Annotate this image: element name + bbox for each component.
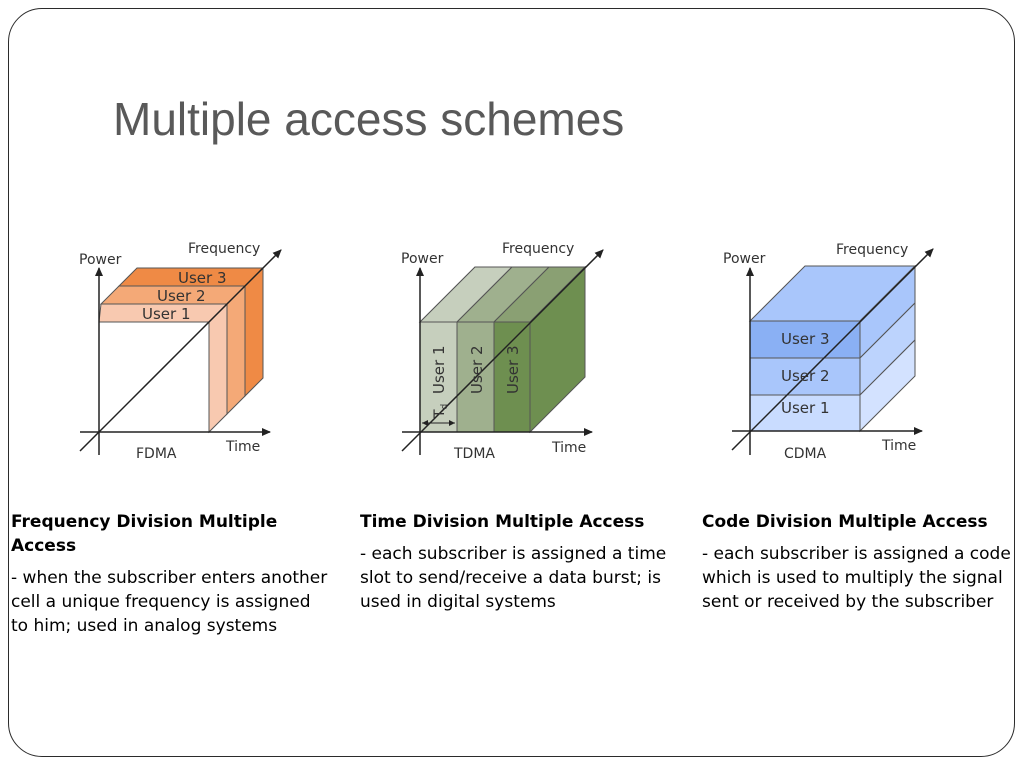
fdma-user1-side bbox=[208, 302, 228, 434]
fdma-frequency-label: Frequency bbox=[188, 241, 260, 257]
tdma-time-label: Time bbox=[551, 440, 586, 456]
fdma-user3-label: User 3 bbox=[178, 269, 227, 287]
fdma-power-label: Power bbox=[79, 252, 122, 268]
fdma-user3-side bbox=[244, 266, 264, 398]
cdma-time-label: Time bbox=[881, 438, 916, 454]
tdma-user3-label: User 3 bbox=[504, 345, 522, 394]
fdma-heading: Frequency Division Multiple Access bbox=[11, 512, 278, 556]
tdma-power-label: Power bbox=[401, 251, 444, 267]
tdma-slot-arrow-right bbox=[449, 420, 455, 426]
tdma-user1-label: User 1 bbox=[430, 345, 448, 394]
fdma-user2-label: User 2 bbox=[157, 287, 206, 305]
tdma-frequency-axis bbox=[401, 249, 604, 452]
tdma-frequency-label: Frequency bbox=[502, 241, 574, 257]
fdma-time-label: Time bbox=[225, 439, 260, 455]
tdma-slot-label: Td bbox=[432, 404, 450, 419]
fdma-caption: FDMA bbox=[136, 446, 177, 462]
tdma-heading: Time Division Multiple Access bbox=[360, 512, 645, 532]
cdma-user3-label: User 3 bbox=[781, 330, 830, 348]
fdma-description: Frequency Division Multiple Access - whe… bbox=[11, 510, 331, 638]
slide-title: Multiple access schemes bbox=[113, 93, 625, 145]
cdma-user1-label: User 1 bbox=[781, 399, 830, 417]
tdma-user2-label: User 2 bbox=[468, 345, 486, 394]
cdma-frequency-label: Frequency bbox=[836, 242, 908, 258]
cdma-heading: Code Division Multiple Access bbox=[702, 512, 988, 532]
slide-frame bbox=[8, 8, 1015, 757]
fdma-diagram: Power Frequency Time FDMA User 1 User 2 … bbox=[79, 241, 282, 462]
cdma-user2-label: User 2 bbox=[781, 367, 830, 385]
fdma-body: - when the subscriber enters another cel… bbox=[11, 568, 328, 636]
fdma-user1-label: User 1 bbox=[142, 305, 191, 323]
fdma-frequency-axis bbox=[79, 249, 282, 452]
cdma-description: Code Division Multiple Access - each sub… bbox=[702, 510, 1020, 614]
fdma-user2-side bbox=[226, 284, 246, 416]
cdma-body: - each subscriber is assigned a code whi… bbox=[702, 544, 1011, 612]
tdma-caption: TDMA bbox=[453, 446, 495, 462]
tdma-diagram: Td Power Frequency Time TDMA User 1 User… bbox=[401, 241, 604, 462]
tdma-slot-arrow-left bbox=[422, 420, 428, 426]
cdma-frequency-axis bbox=[731, 248, 934, 451]
cdma-power-label: Power bbox=[723, 251, 766, 267]
tdma-body: - each subscriber is assigned a time slo… bbox=[360, 544, 667, 612]
tdma-description: Time Division Multiple Access - each sub… bbox=[360, 510, 690, 614]
cdma-diagram: Power Frequency Time CDMA User 3 User 2 … bbox=[723, 242, 934, 462]
cdma-caption: CDMA bbox=[784, 446, 827, 462]
